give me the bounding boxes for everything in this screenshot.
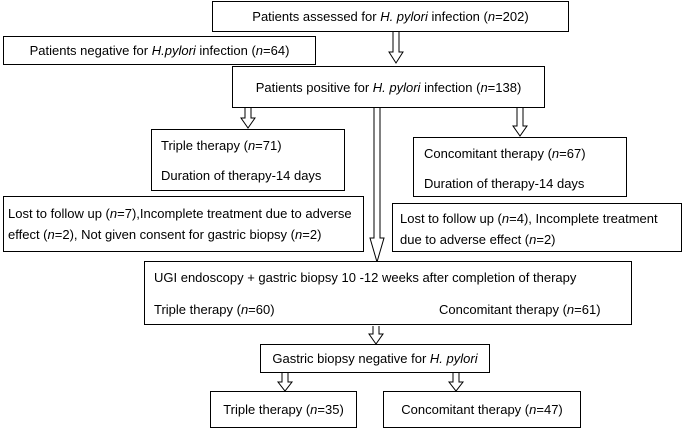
box-biopsy-negative: Gastric biopsy negative for H. pylori: [260, 344, 490, 373]
box-endoscopy-biopsy: UGI endoscopy + gastric biopsy 10 -12 we…: [144, 261, 632, 325]
lost-right-line1: Lost to follow up (n=4), Incomplete trea…: [400, 211, 658, 226]
box-concomitant-therapy: Concomitant therapy (n=67) Duration of t…: [413, 137, 627, 197]
arrow-endoscopy-to-biopsy: [368, 326, 384, 345]
box-patients-positive: Patients positive for H. pylori infectio…: [232, 66, 545, 108]
concomitant-line1: Concomitant therapy (n=67): [424, 146, 586, 161]
endoscopy-concomitant: Concomitant therapy (n=61): [439, 302, 601, 317]
box-lost-to-follow-up-triple: Lost to follow up (n=7),Incomplete treat…: [3, 196, 364, 252]
negative-text: Patients negative for H.pylori infection…: [29, 43, 290, 58]
box-triple-therapy: Triple therapy (n=71) Duration of therap…: [151, 129, 345, 191]
box-final-triple-therapy: Triple therapy (n=35): [210, 391, 357, 428]
box-final-concomitant-therapy: Concomitant therapy (n=47): [383, 391, 581, 428]
final-triple-text: Triple therapy (n=35): [223, 402, 344, 417]
assessed-text: Patients assessed for H. pylori infectio…: [252, 9, 529, 24]
positive-text: Patients positive for H. pylori infectio…: [255, 80, 522, 95]
concomitant-line2: Duration of therapy-14 days: [424, 176, 585, 191]
arrow-biopsy-to-final-triple: [276, 373, 294, 392]
arrow-positive-to-endoscopy: [369, 108, 385, 264]
final-concomitant-text: Concomitant therapy (n=47): [401, 402, 563, 417]
box-patients-negative: Patients negative for H.pylori infection…: [3, 36, 316, 65]
arrow-positive-to-concomitant: [512, 108, 528, 137]
lost-left-line2: effect (n=2), Not given consent for gast…: [8, 227, 322, 242]
arrow-positive-to-triple: [240, 108, 256, 129]
endoscopy-triple: Triple therapy (n=60): [154, 302, 275, 317]
box-lost-to-follow-up-concomitant: Lost to follow up (n=4), Incomplete trea…: [392, 203, 682, 252]
lost-left-line1: Lost to follow up (n=7),Incomplete treat…: [8, 206, 352, 221]
lost-right-line2: due to adverse effect (n=2): [400, 232, 556, 247]
triple-line2: Duration of therapy-14 days: [161, 168, 322, 183]
arrow-assessed-to-positive: [388, 32, 404, 64]
box-patients-assessed: Patients assessed for H. pylori infectio…: [212, 1, 569, 32]
arrow-biopsy-to-final-concomitant: [447, 373, 465, 392]
triple-line1: Triple therapy (n=71): [161, 138, 282, 153]
endoscopy-title: UGI endoscopy + gastric biopsy 10 -12 we…: [154, 270, 577, 285]
biopsy-negative-text: Gastric biopsy negative for H. pylori: [272, 351, 478, 366]
